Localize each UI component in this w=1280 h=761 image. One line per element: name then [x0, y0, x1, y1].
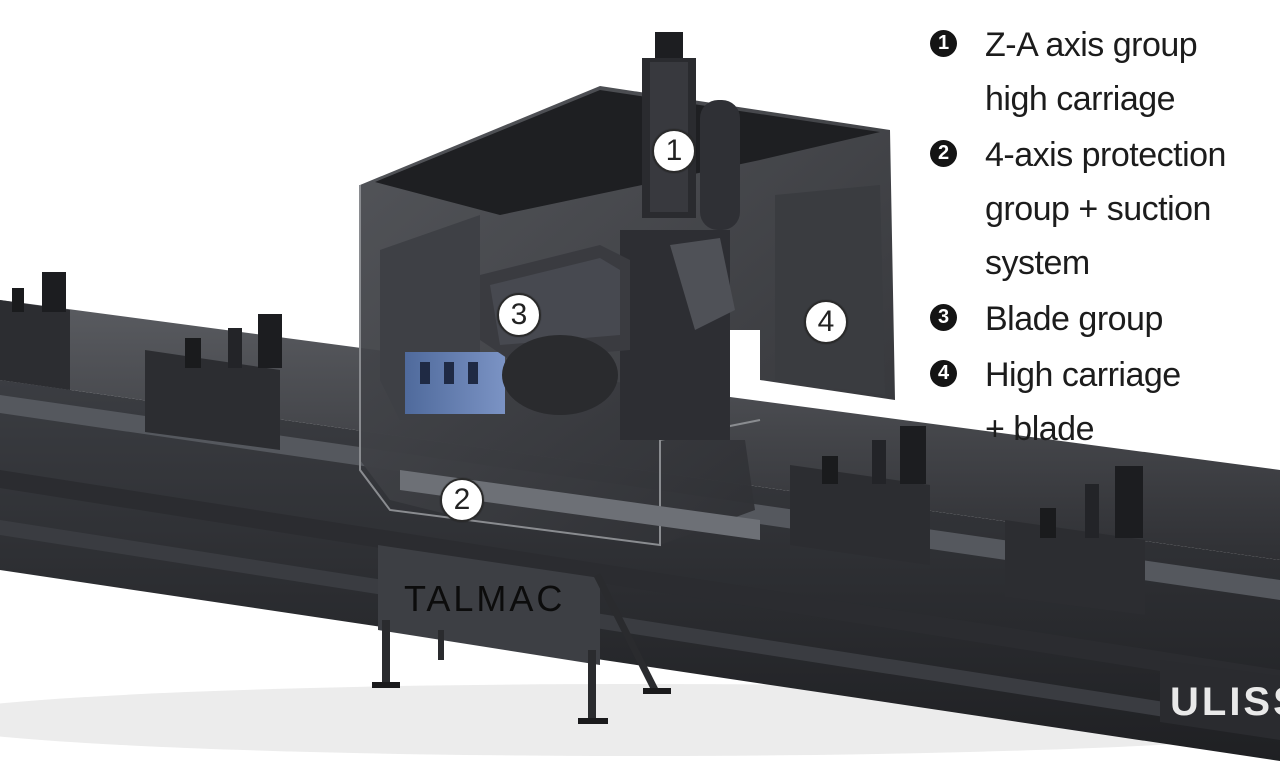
- support-left-1: [0, 272, 70, 390]
- legend-item-4: 4 High carriage + blade: [930, 348, 1275, 456]
- legend: 1 Z-A axis group high carriage 2 4-axis …: [930, 18, 1275, 458]
- control-panel: [372, 545, 671, 724]
- legend-item-1: 1 Z-A axis group high carriage: [930, 18, 1275, 126]
- legend-badge-2: 2: [930, 140, 957, 167]
- callout-marker-1: 1: [652, 129, 696, 173]
- model-plate: [1160, 660, 1280, 740]
- support-left-2: [145, 314, 282, 450]
- machine-bed: [0, 300, 1280, 761]
- callout-marker-4: 4: [804, 300, 848, 344]
- support-right-2: [1005, 466, 1145, 615]
- legend-badge-1: 1: [930, 30, 957, 57]
- support-right-1: [790, 426, 930, 565]
- legend-text-2: 4-axis protection group + suction system: [985, 136, 1226, 282]
- legend-item-3: 3 Blade group: [930, 292, 1275, 346]
- callout-marker-2: 2: [440, 478, 484, 522]
- brand-label: TALMAC: [404, 578, 566, 619]
- motor-assembly: [670, 100, 740, 330]
- legend-text-3: Blade group: [985, 300, 1163, 338]
- inner-rail: [400, 470, 760, 540]
- legend-item-2: 2 4-axis protection group + suction syst…: [930, 128, 1275, 290]
- legend-text-4: High carriage + blade: [985, 356, 1181, 448]
- legend-badge-3: 3: [930, 304, 957, 331]
- legend-text-1: Z-A axis group high carriage: [985, 26, 1198, 118]
- callout-marker-3: 3: [497, 293, 541, 337]
- legend-badge-4: 4: [930, 360, 957, 387]
- model-label: ULISS: [1170, 680, 1280, 724]
